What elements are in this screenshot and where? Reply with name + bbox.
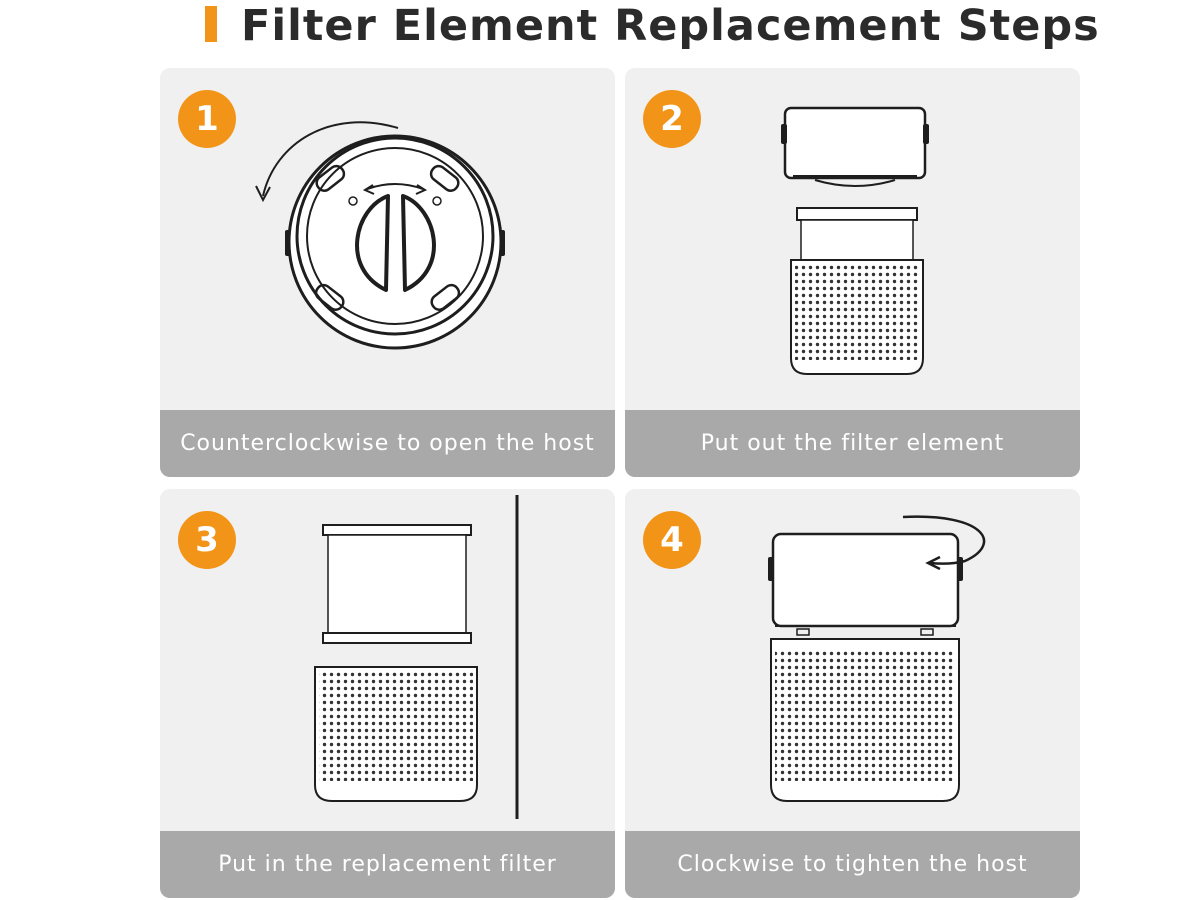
step-4-illustration-reassemble-rotate-cw bbox=[768, 515, 986, 802]
step-1-panel: 1 Counterclockwise to open the host bbox=[160, 68, 615, 477]
step-1-illustration-top-view-rotate-ccw bbox=[255, 121, 505, 350]
step-number-badge: 2 bbox=[643, 90, 701, 148]
step-number-badge: 1 bbox=[178, 90, 236, 148]
step-number-badge: 3 bbox=[178, 511, 236, 569]
page-header: Filter Element Replacement Steps bbox=[0, 0, 1200, 60]
step-1-caption: Counterclockwise to open the host bbox=[160, 410, 615, 477]
step-3-panel: 3 Put in the replacement filter bbox=[160, 489, 615, 898]
step-2-panel: 2 Put out the filter element bbox=[625, 68, 1080, 477]
step-number-badge: 4 bbox=[643, 511, 701, 569]
step-2-illustration-remove-filter bbox=[781, 106, 929, 375]
step-2-caption: Put out the filter element bbox=[625, 410, 1080, 477]
step-3-illustration-insert-filter bbox=[314, 495, 519, 819]
title-accent-bar bbox=[205, 6, 217, 42]
step-4-caption: Clockwise to tighten the host bbox=[625, 831, 1080, 898]
page-title: Filter Element Replacement Steps bbox=[241, 1, 1100, 51]
step-3-caption: Put in the replacement filter bbox=[160, 831, 615, 898]
step-4-panel: 4 Clockwise to tighten the host bbox=[625, 489, 1080, 898]
